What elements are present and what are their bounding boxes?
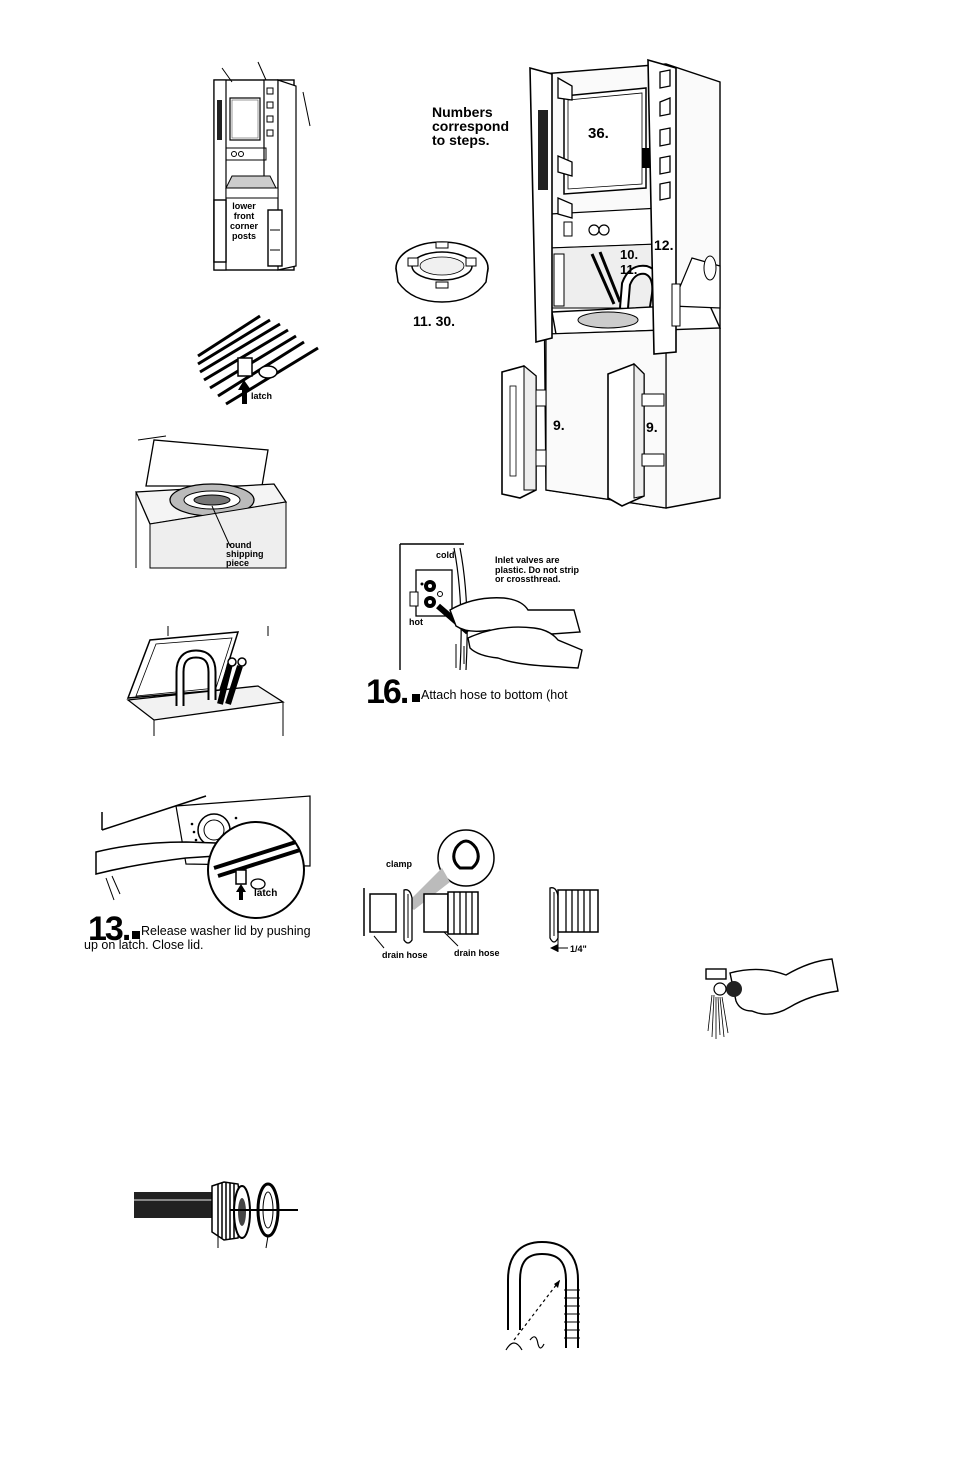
label-quarter-inch: 1/4" [570, 944, 587, 954]
step-ref-12: 12. [654, 237, 674, 253]
drain-hose-clamp-illustration [363, 829, 599, 952]
latch-illustration [197, 314, 319, 406]
release-lid-illustration [95, 795, 311, 919]
main-note: Numbers correspond to steps. [432, 105, 509, 147]
step-ref-11: 11. [620, 262, 638, 277]
label-lower: lower [232, 201, 256, 211]
step-ref-10: 10. [620, 247, 639, 262]
label-clamp: clamp [386, 859, 413, 869]
step-13-text-line1: Release washer lid by pushing [141, 924, 311, 938]
shipping-ring-illustration [395, 241, 489, 303]
label-shipping: shipping [226, 549, 264, 559]
step-13-number: 13. [88, 910, 131, 948]
main-note-line2: correspond [432, 118, 510, 134]
step-13-text-line2: up on latch. Close lid. [84, 938, 204, 952]
step-16-marker [412, 694, 420, 702]
washer-shipping-piece-illustration [135, 435, 288, 569]
step-16-number: 16. [366, 673, 409, 711]
label-posts: posts [231, 231, 256, 241]
hose-coupling-illustration [134, 1181, 298, 1249]
step-13-marker [132, 931, 140, 939]
faucet-flush-illustration [705, 958, 839, 1039]
label-corner: corner [229, 221, 258, 231]
label-drain-hose-right: drain hose [454, 948, 500, 958]
drain-hose-u-illustration [505, 1240, 580, 1351]
main-note-line3: to steps. [432, 132, 490, 148]
label-drain-hose-left: drain hose [382, 950, 428, 960]
stack-unit-main-illustration [501, 58, 722, 509]
step-ref-9-right: 9. [646, 419, 658, 435]
valve-note-line3: or crossthread. [495, 574, 561, 584]
step-ref-9-left: 9. [553, 417, 565, 433]
step-16-text: Attach hose to bottom (hot [421, 688, 568, 702]
stack-unit-small-illustration [213, 61, 311, 271]
inlet-valves-illustration [399, 543, 583, 671]
label-piece: piece [226, 558, 250, 568]
latch-label-inset: latch [254, 888, 278, 899]
label-front: front [233, 211, 255, 221]
step-ref-11-30: 11. 30. [413, 313, 456, 329]
washer-hoses-illustration [126, 626, 285, 736]
valve-note-line2: plastic. Do not strip [495, 564, 580, 575]
step-ref-36: 36. [588, 125, 609, 142]
main-note-line1: Numbers [432, 104, 493, 120]
valve-note: Inlet valves are plastic. Do not strip o… [495, 555, 580, 585]
label-hot: hot [409, 617, 423, 627]
valve-note-line1: Inlet valves are [495, 555, 560, 565]
label-cold: cold [436, 550, 455, 560]
label-round: round [226, 540, 252, 550]
latch-label-top: latch [251, 391, 273, 401]
